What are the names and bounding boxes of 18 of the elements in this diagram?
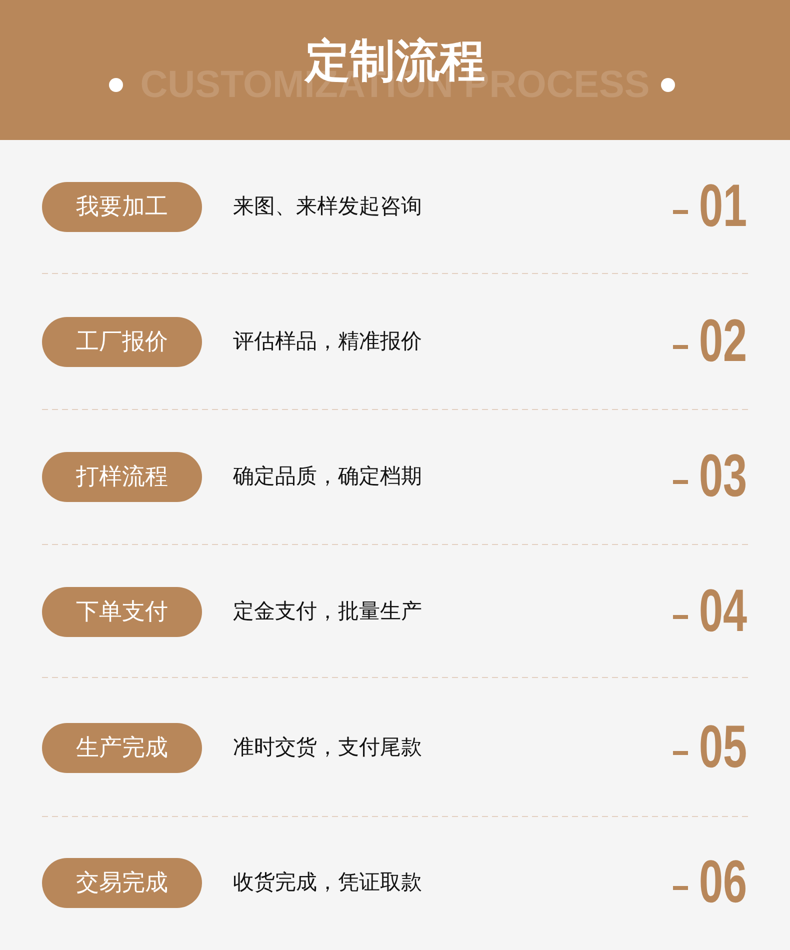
step-description: 定金支付，批量生产: [233, 598, 422, 625]
step-number: 02: [699, 311, 748, 371]
step-number: 05: [699, 717, 748, 777]
step-description: 收货完成，凭证取款: [233, 869, 422, 896]
step-pill: 交易完成: [42, 858, 202, 908]
step-pill: 工厂报价: [42, 317, 202, 367]
step-number: 06: [699, 852, 748, 912]
step-description: 确定品质，确定档期: [233, 463, 422, 490]
step-description: 评估样品，精准报价: [233, 328, 422, 355]
step-pill: 生产完成: [42, 723, 202, 773]
step-pill: 我要加工: [42, 182, 202, 232]
step-number: 03: [699, 446, 748, 506]
step-description: 准时交货，支付尾款: [233, 734, 422, 761]
step-number: 04: [699, 581, 748, 641]
step-description: 来图、来样发起咨询: [233, 193, 422, 220]
step-pill: 下单支付: [42, 587, 202, 637]
step-pill: 打样流程: [42, 452, 202, 502]
step-number: 01: [699, 176, 748, 236]
